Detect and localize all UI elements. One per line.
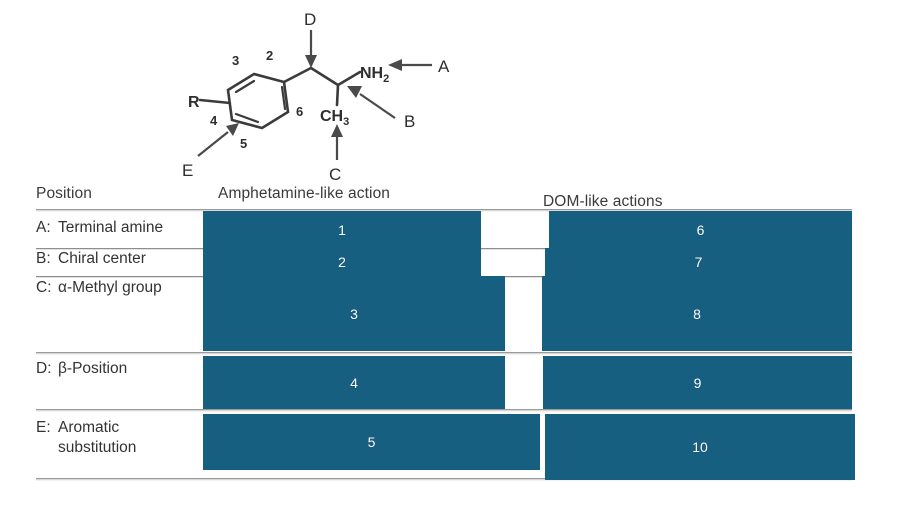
row-text-c: α-Methyl group <box>58 279 162 296</box>
rule-row-d-bottom <box>36 409 852 412</box>
redaction-box-amphetamine-a: 1 <box>203 211 481 248</box>
row-text-a: Terminal amine <box>58 219 164 236</box>
callout-C: C <box>329 165 341 184</box>
box-number-10: 10 <box>692 439 708 455</box>
row-text-d: β-Position <box>58 360 128 377</box>
ring-number-2: 2 <box>266 48 273 63</box>
callout-B: B <box>404 112 415 131</box>
row-label-c: C: α-Methyl group <box>36 279 162 297</box>
callout-E: E <box>182 161 193 180</box>
redaction-box-dom-c: 8 <box>542 276 852 351</box>
box-number-6: 6 <box>696 221 705 238</box>
arrow-B <box>359 93 396 119</box>
column-header-amphetamine: Amphetamine-like action <box>218 185 391 202</box>
arrow-E <box>197 131 229 157</box>
row-label-a: A: Terminal amine <box>36 219 163 237</box>
row-key-e: E: <box>36 419 51 436</box>
redaction-box-dom-d: 9 <box>543 356 852 409</box>
column-header-dom: DOM-like actions <box>543 193 663 210</box>
box-number-5: 5 <box>367 434 376 450</box>
label-R: R <box>188 94 200 111</box>
rule-row-c-bottom <box>36 352 852 355</box>
row-key-d: D: <box>36 360 52 377</box>
redaction-box-amphetamine-e: 5 <box>203 414 540 470</box>
box-number-7: 7 <box>694 254 703 270</box>
redaction-box-dom-e: 10 <box>545 414 855 480</box>
box-number-8: 8 <box>693 305 701 322</box>
row-key-c: C: <box>36 279 52 296</box>
row-text-e: Aromatic <box>58 419 120 437</box>
rule-table-bottom <box>36 478 852 481</box>
redaction-box-amphetamine-c: 3 <box>203 276 505 351</box>
box-number-2: 2 <box>338 254 346 270</box>
box-number-1: 1 <box>338 221 346 238</box>
box-number-3: 3 <box>350 305 358 322</box>
ring-number-3: 3 <box>232 53 239 68</box>
ring-number-6: 6 <box>296 104 303 119</box>
row-text-e-line2: substitution <box>58 438 137 456</box>
redaction-box-dom-b: 7 <box>545 248 852 276</box>
row-key-b: B: <box>36 250 51 267</box>
callout-A: A <box>438 57 450 76</box>
rule-header-bottom <box>36 209 852 212</box>
row-label-e: E: Aromatic substitution <box>36 418 136 457</box>
callout-D: D <box>304 10 316 29</box>
ring-number-5: 5 <box>240 136 247 151</box>
label-CH3: CH3 <box>320 108 349 128</box>
chemical-structure-diagram: R NH2 CH3 2 3 4 5 6 <box>180 8 480 188</box>
box-number-4: 4 <box>350 374 358 391</box>
column-header-position: Position <box>36 185 92 202</box>
label-NH2: NH2 <box>360 65 389 85</box>
row-label-b: B: Chiral center <box>36 250 146 268</box>
row-key-a: A: <box>36 219 51 236</box>
row-text-b: Chiral center <box>58 250 146 267</box>
redaction-box-amphetamine-b: 2 <box>203 248 481 276</box>
comparison-table: Position Amphetamine-like action DOM-lik… <box>0 180 901 500</box>
ring-number-4: 4 <box>210 113 218 128</box>
redaction-box-amphetamine-d: 4 <box>203 356 505 409</box>
row-label-d: D: β-Position <box>36 360 127 378</box>
box-number-9: 9 <box>693 374 702 391</box>
redaction-box-dom-a: 6 <box>549 211 852 248</box>
